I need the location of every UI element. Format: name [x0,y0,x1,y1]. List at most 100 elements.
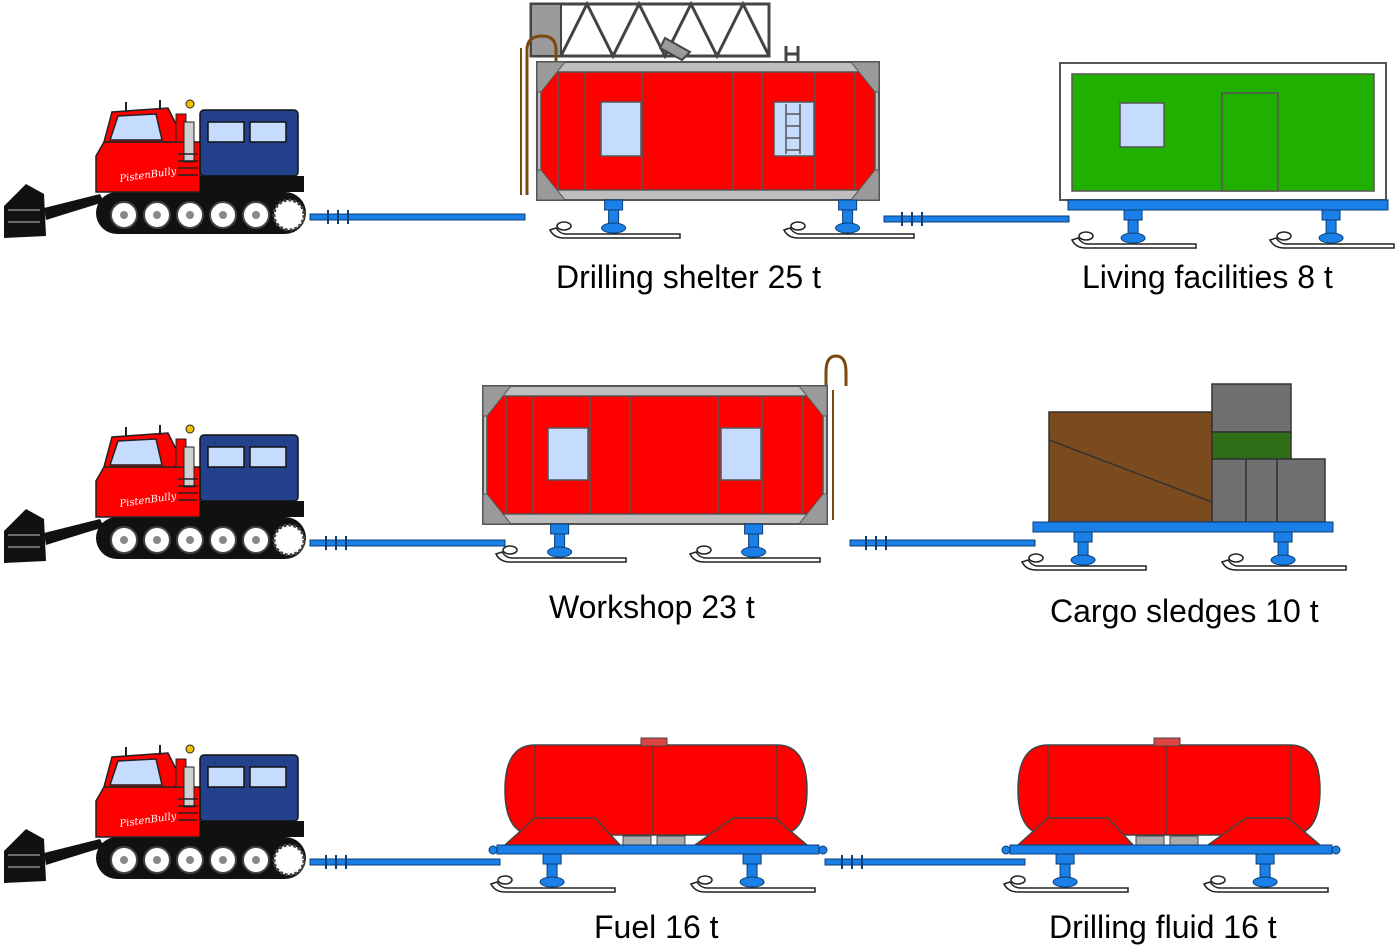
tractor-row-1: PistenBully [4,99,306,238]
bogie-pivot [1070,554,1096,566]
beacon-light [185,424,195,434]
bogie-pivot [739,876,765,888]
bogie-block [550,523,570,535]
drive-sprocket [272,198,306,232]
label-living-facilities: Living facilities 8 t [1082,259,1333,295]
bogie-block [1123,209,1143,221]
bogie-post [1259,863,1271,879]
bogie-post [748,533,760,549]
label-workshop: Workshop 23 t [549,589,755,625]
bogie-block [742,853,762,865]
bogie-block [838,199,858,211]
dozer-blade [4,829,46,883]
exhaust [183,446,195,488]
cabin-base [200,821,304,837]
cabin-window-left [207,121,245,143]
ski-runner [688,551,821,563]
tractor-row-2: PistenBully [4,424,306,563]
bogie-block [1055,853,1075,865]
bogie-pivot [1318,232,1344,244]
tow-bar-3b [824,855,1026,869]
row-3: PistenBully Fuel 16 t Drilling fluid 16 … [4,737,1341,945]
ski-runner [1202,881,1329,893]
bogie-pivot [741,546,767,558]
ski-tip [1210,875,1226,885]
cargo-sledges [1020,383,1347,571]
ski-tip [1228,553,1244,563]
bogie-post [554,533,566,549]
blade-arm [44,839,104,865]
bogie-block [744,523,764,535]
drive-sprocket [272,843,306,877]
ski-tip [697,875,713,885]
bogie-block [604,199,624,211]
dozer-blade [4,509,46,563]
ski-runner [1220,559,1347,571]
bogie-post [1127,219,1139,235]
beacon-light [185,99,195,109]
bogie-post [1277,541,1289,557]
ski-tip [696,545,712,555]
ski-runner [548,227,681,239]
passenger-cabin [199,754,299,822]
bogie-pivot [547,546,573,558]
bogie-post [1077,541,1089,557]
exhaust [183,121,195,163]
bogie-pivot [539,876,565,888]
cabin-window-right [249,446,287,468]
bogie-post [746,863,758,879]
row-1: PistenBully [4,0,1395,295]
cabin-window-right [249,121,287,143]
bogie-post [1325,219,1337,235]
cab-window [108,758,163,786]
tank-frame [1009,844,1333,855]
bogie-pivot [835,222,861,234]
ski-tip [1010,875,1026,885]
ski-tip [502,545,518,555]
exhaust [183,766,195,808]
bogie-pivot [601,222,627,234]
bogie-block [1073,531,1093,543]
cabin-window-left [207,446,245,468]
tractor-row-3: PistenBully [4,744,306,883]
ski-tip [497,875,513,885]
bogie-post [1059,863,1071,879]
cab-window [108,113,163,141]
ski-runner [1268,237,1395,249]
ski-tip [556,221,572,231]
label-fuel: Fuel 16 t [594,909,719,945]
label-drilling-shelter: Drilling shelter 25 t [556,259,821,295]
bogie-block [542,853,562,865]
ski-runner [1070,237,1197,249]
ski-runner [1002,881,1129,893]
drive-sprocket [272,523,306,557]
ski-runner [1020,559,1147,571]
label-cargo-sledges: Cargo sledges 10 t [1050,593,1319,629]
tank-frame [496,844,820,855]
bogie-pivot [1120,232,1146,244]
ski-runner [494,551,627,563]
cabin-window-left [207,766,245,788]
bogie-pivot [1052,876,1078,888]
ski-runner [689,881,816,893]
fuel-tank [488,737,828,893]
tow-bar-1b [883,212,1070,226]
bogie-block [1321,209,1341,221]
tank-hatch [1153,737,1181,747]
tank-hatch [640,737,668,747]
passenger-cabin [199,434,299,502]
ski-tip [1276,231,1292,241]
drilling-fluid-tank [1001,737,1341,893]
ski-tip [790,221,806,231]
tow-bar-3a [309,855,501,869]
passenger-cabin [199,109,299,177]
cabin-base [200,176,304,192]
living-facilities [1059,62,1395,249]
tow-bar-1a [309,210,526,224]
drilling-shelter [520,0,915,239]
ski-tip [1028,553,1044,563]
bogie-pivot [1270,554,1296,566]
cab-window [108,438,163,466]
